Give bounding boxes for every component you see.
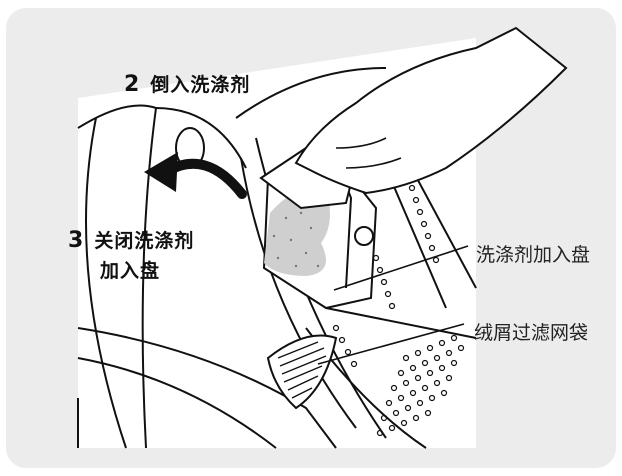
lint-filter-bag [266, 334, 338, 410]
drum-holes [332, 114, 465, 437]
step-3-label: 3 关闭洗涤剂 加入盘 [68, 226, 194, 283]
step-2-text: 倒入洗涤剂 [150, 74, 251, 96]
leader-lint-filter [317, 323, 465, 365]
hand [294, 26, 568, 195]
step-3-text-line1: 关闭洗涤剂 [94, 230, 195, 252]
washer-lid [77, 104, 158, 449]
callout-detergent-tray: 洗涤剂加入盘 [476, 244, 591, 266]
callout-lint-filter-bag: 绒屑过滤网袋 [474, 322, 589, 344]
illustration-panel: 2 倒入洗涤剂 3 关闭洗涤剂 加入盘 洗涤剂加入盘 绒屑过滤网袋 [6, 8, 616, 468]
step-2-number: 2 [124, 72, 141, 97]
detergent-powder [264, 187, 330, 276]
step-2-label: 2 倒入洗涤剂 [124, 70, 250, 97]
leader-detergent-tray [333, 245, 469, 291]
washer-illustration [77, 26, 568, 449]
step-3-number: 3 [68, 228, 85, 253]
step-3-text-line2: 加入盘 [100, 260, 161, 282]
